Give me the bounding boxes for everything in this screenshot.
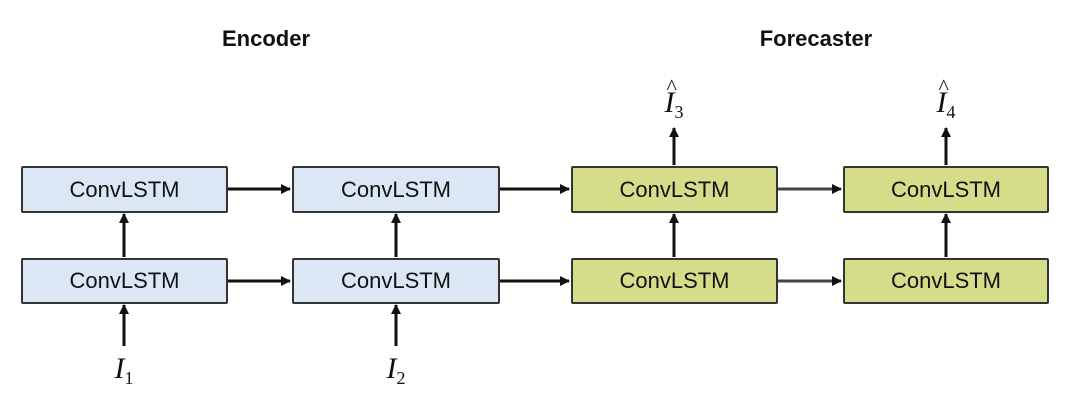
encoder-convlstm-1-top: ConvLSTM xyxy=(21,166,228,213)
output-symbol-4: I xyxy=(936,86,947,119)
hat-accent-3: ^ xyxy=(666,74,677,99)
encoder-title: Encoder xyxy=(221,26,311,51)
input-symbol-1: I xyxy=(114,352,125,385)
forecaster-convlstm-2-bottom: ConvLSTM xyxy=(843,258,1049,304)
forecaster-convlstm-1-top: ConvLSTM xyxy=(571,166,778,213)
output-label-4: ^I4 xyxy=(936,74,956,123)
output-subscript-4: 4 xyxy=(946,102,956,122)
input-label-1: I1 xyxy=(115,352,134,389)
output-subscript-3: 3 xyxy=(674,102,684,122)
forecaster-convlstm-1-bottom: ConvLSTM xyxy=(571,258,778,304)
input-symbol-2: I xyxy=(386,352,397,385)
forecaster-convlstm-2-top: ConvLSTM xyxy=(843,166,1049,213)
encoder-convlstm-2-bottom: ConvLSTM xyxy=(292,258,500,304)
output-hatted-symbol-4: ^I xyxy=(936,74,949,120)
hat-accent-4: ^ xyxy=(938,74,949,99)
encoder-convlstm-2-top: ConvLSTM xyxy=(292,166,500,213)
input-subscript-2: 2 xyxy=(396,368,406,388)
output-hatted-symbol-3: ^I xyxy=(664,74,677,120)
output-symbol-3: I xyxy=(664,86,675,119)
input-label-2: I2 xyxy=(387,352,406,389)
output-label-3: ^I3 xyxy=(664,74,684,123)
encoder-convlstm-1-bottom: ConvLSTM xyxy=(21,258,228,304)
forecaster-title: Forecaster xyxy=(759,26,873,51)
input-subscript-1: 1 xyxy=(124,368,134,388)
